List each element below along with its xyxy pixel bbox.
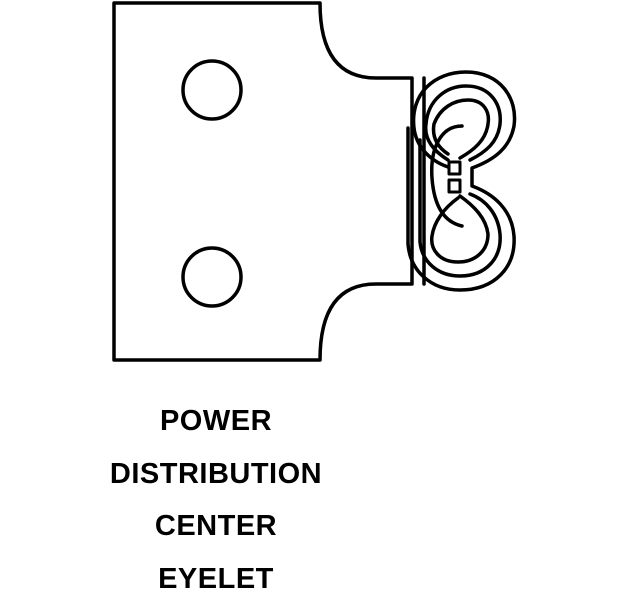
- mounting-plate: [112, 1, 414, 362]
- wire-end-clip-upper: [447, 160, 462, 176]
- mounting-hole-upper: [181, 59, 243, 121]
- eyelet-center-bend: [430, 124, 464, 228]
- eyelet-inner-loop: [430, 98, 491, 264]
- caption-line-power: POWER: [159, 405, 273, 437]
- wire-end-clip-lower: [447, 178, 462, 194]
- eyelet-outer-loop: [406, 70, 517, 292]
- caption-line-distribution: DISTRIBUTION: [109, 458, 323, 490]
- caption-line-eyelet: EYELET: [158, 563, 274, 595]
- mounting-hole-lower: [181, 246, 243, 308]
- eyelet-middle-loop: [418, 84, 502, 278]
- caption-line-center: CENTER: [154, 510, 278, 542]
